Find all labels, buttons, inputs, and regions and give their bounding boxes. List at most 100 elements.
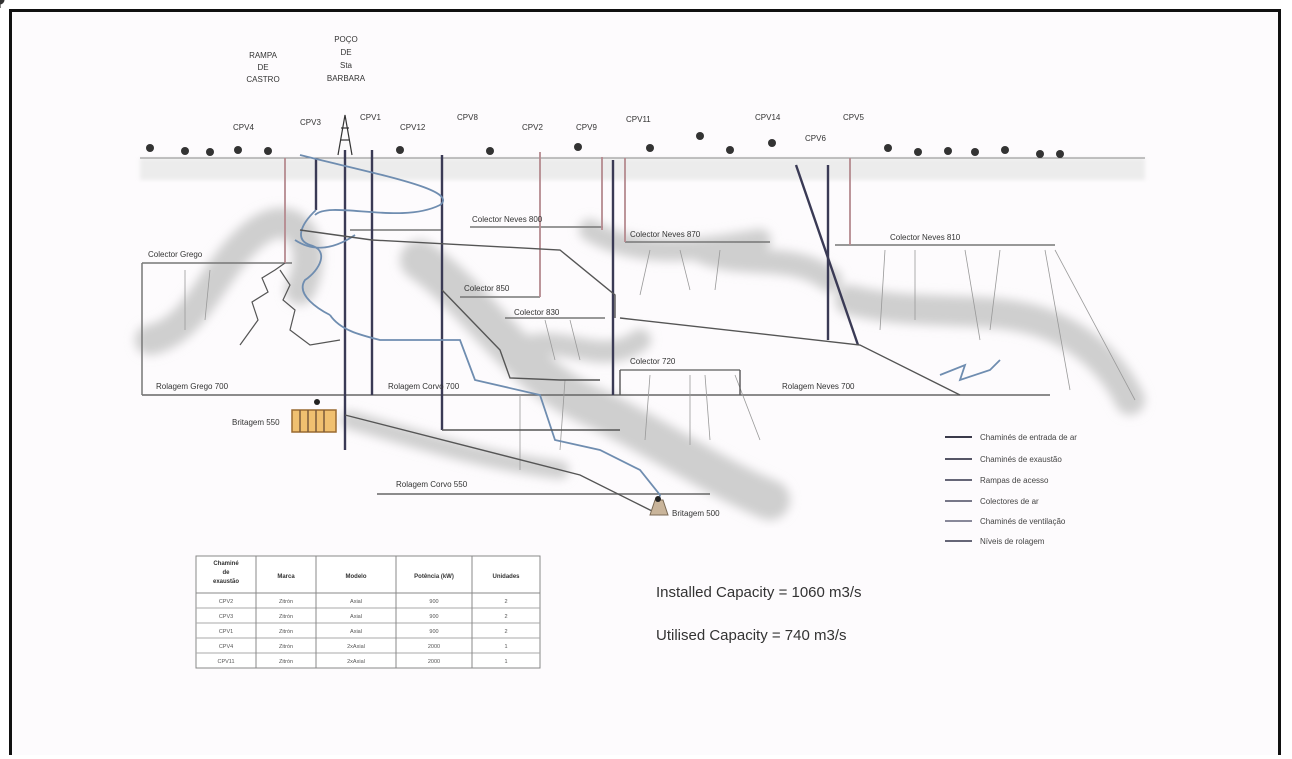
poco-label: POÇO DE Sta BARBARA xyxy=(327,35,366,83)
svg-text:Axial: Axial xyxy=(350,599,362,605)
poco-headframe xyxy=(337,114,353,156)
svg-text:CPV1: CPV1 xyxy=(219,629,233,635)
svg-text:2xAxial: 2xAxial xyxy=(347,659,365,665)
legend-item: Chaminés de ventilação xyxy=(945,517,1066,526)
svg-text:Zitrón: Zitrón xyxy=(279,599,293,605)
ventilation-raises xyxy=(184,249,1136,470)
svg-text:POÇO: POÇO xyxy=(334,35,358,44)
svg-text:Chaminés de exaustão: Chaminés de exaustão xyxy=(980,455,1062,464)
svg-text:1: 1 xyxy=(504,659,507,665)
britagem-550-structure xyxy=(291,399,337,433)
svg-text:CPV5: CPV5 xyxy=(843,113,864,122)
svg-text:Chaminés de entrada de ar: Chaminés de entrada de ar xyxy=(980,433,1077,442)
fan-table: Chaminé de exaustão Marca Modelo Potênci… xyxy=(195,555,541,669)
svg-text:Chaminé: Chaminé xyxy=(213,561,239,567)
ore-body-shading xyxy=(135,207,1145,520)
table-row: CPV2 Zitrón Axial 900 2 xyxy=(219,599,508,605)
britagem-500-structure xyxy=(649,496,669,516)
svg-text:900: 900 xyxy=(429,614,438,620)
svg-text:Níveis de rolagem: Níveis de rolagem xyxy=(980,537,1045,546)
svg-text:Chaminés de ventilação: Chaminés de ventilação xyxy=(980,517,1066,526)
svg-text:2xAxial: 2xAxial xyxy=(347,644,365,650)
svg-text:DE: DE xyxy=(257,63,268,72)
collector-labels: Colector Grego Colector Neves 800 Colect… xyxy=(148,215,961,366)
svg-text:BARBARA: BARBARA xyxy=(327,74,366,83)
svg-text:Colector Neves 810: Colector Neves 810 xyxy=(890,233,961,242)
svg-text:Colector 850: Colector 850 xyxy=(464,284,510,293)
table-row: CPV4 Zitrón 2xAxial 2000 1 xyxy=(219,644,508,650)
svg-text:CASTRO: CASTRO xyxy=(246,75,279,84)
svg-text:2000: 2000 xyxy=(428,659,440,665)
surface-trees xyxy=(0,0,5,8)
svg-text:CPV14: CPV14 xyxy=(755,113,781,122)
legend-item: Chaminés de entrada de ar xyxy=(945,433,1077,442)
svg-text:CPV12: CPV12 xyxy=(400,123,426,132)
level-labels: Rolagem Grego 700 Rolagem Corvo 700 Rola… xyxy=(156,382,855,518)
svg-text:2: 2 xyxy=(504,629,507,635)
svg-text:Colector Neves 800: Colector Neves 800 xyxy=(472,215,543,224)
svg-text:CPV11: CPV11 xyxy=(217,659,234,665)
svg-text:Zitrón: Zitrón xyxy=(279,644,293,650)
svg-text:Colector 830: Colector 830 xyxy=(514,308,560,317)
svg-text:2: 2 xyxy=(504,599,507,605)
svg-text:2000: 2000 xyxy=(428,644,440,650)
utilised-capacity: Utilised Capacity = 740 m3/s xyxy=(656,627,847,644)
legend: Chaminés de entrada de ar Chaminés de ex… xyxy=(945,433,1077,546)
svg-text:Rolagem Neves 700: Rolagem Neves 700 xyxy=(782,382,855,391)
svg-text:Colector Neves 870: Colector Neves 870 xyxy=(630,230,701,239)
table-row: CPV1 Zitrón Axial 900 2 xyxy=(219,629,508,635)
svg-text:1: 1 xyxy=(504,644,507,650)
svg-text:Modelo: Modelo xyxy=(346,574,367,580)
svg-text:CPV3: CPV3 xyxy=(219,614,233,620)
svg-text:Rolagem Grego 700: Rolagem Grego 700 xyxy=(156,382,229,391)
svg-text:CPV4: CPV4 xyxy=(219,644,233,650)
svg-text:Britagem 550: Britagem 550 xyxy=(232,418,280,427)
svg-text:Colectores de ar: Colectores de ar xyxy=(980,497,1039,506)
installed-capacity: Installed Capacity = 1060 m3/s xyxy=(656,584,862,601)
svg-text:Axial: Axial xyxy=(350,614,362,620)
svg-text:Potência (kW): Potência (kW) xyxy=(414,574,454,580)
intake-shafts xyxy=(314,150,860,450)
legend-item: Colectores de ar xyxy=(945,497,1039,506)
svg-text:CPV2: CPV2 xyxy=(522,123,543,132)
table-row: CPV11 Zitrón 2xAxial 2000 1 xyxy=(217,659,507,665)
svg-text:CPV4: CPV4 xyxy=(233,123,254,132)
rampa-label: RAMPA DE CASTRO xyxy=(246,51,279,84)
svg-text:Zitrón: Zitrón xyxy=(279,659,293,665)
access-ramps xyxy=(294,154,1001,516)
svg-text:de: de xyxy=(222,570,230,576)
svg-text:Sta: Sta xyxy=(340,61,353,70)
svg-text:900: 900 xyxy=(429,629,438,635)
svg-text:CPV8: CPV8 xyxy=(457,113,478,122)
table-header: Chaminé de exaustão Marca Modelo Potênci… xyxy=(213,561,520,585)
svg-text:Rolagem Corvo 700: Rolagem Corvo 700 xyxy=(388,382,460,391)
svg-text:Zitrón: Zitrón xyxy=(279,629,293,635)
svg-text:Rampas de acesso: Rampas de acesso xyxy=(980,476,1049,485)
shaft-labels: CPV4 CPV3 CPV1 CPV12 CPV8 CPV2 CPV9 CPV1… xyxy=(233,113,864,143)
svg-text:Marca: Marca xyxy=(277,574,295,580)
rolagem-level-lines xyxy=(142,394,1050,495)
svg-text:CPV6: CPV6 xyxy=(805,134,826,143)
svg-text:CPV1: CPV1 xyxy=(360,113,381,122)
ground-surface xyxy=(140,158,1145,180)
svg-text:DE: DE xyxy=(340,48,351,57)
svg-text:2: 2 xyxy=(504,614,507,620)
svg-text:Colector Grego: Colector Grego xyxy=(148,250,203,259)
jagged-raises xyxy=(239,262,341,346)
svg-text:exaustão: exaustão xyxy=(213,579,239,585)
svg-text:RAMPA: RAMPA xyxy=(249,51,278,60)
svg-text:Britagem 500: Britagem 500 xyxy=(672,509,720,518)
svg-text:CPV11: CPV11 xyxy=(626,115,651,124)
svg-text:Axial: Axial xyxy=(350,629,362,635)
svg-text:CPV3: CPV3 xyxy=(300,118,321,127)
svg-text:Colector 720: Colector 720 xyxy=(630,357,676,366)
svg-text:Rolagem Corvo 550: Rolagem Corvo 550 xyxy=(396,480,468,489)
level-connections xyxy=(299,229,961,516)
air-collector-lines xyxy=(141,226,1055,395)
exhaust-shafts xyxy=(284,152,851,297)
svg-text:900: 900 xyxy=(429,599,438,605)
svg-text:CPV9: CPV9 xyxy=(576,123,597,132)
svg-text:Zitrón: Zitrón xyxy=(279,614,293,620)
table-row: CPV3 Zitrón Axial 900 2 xyxy=(219,614,508,620)
